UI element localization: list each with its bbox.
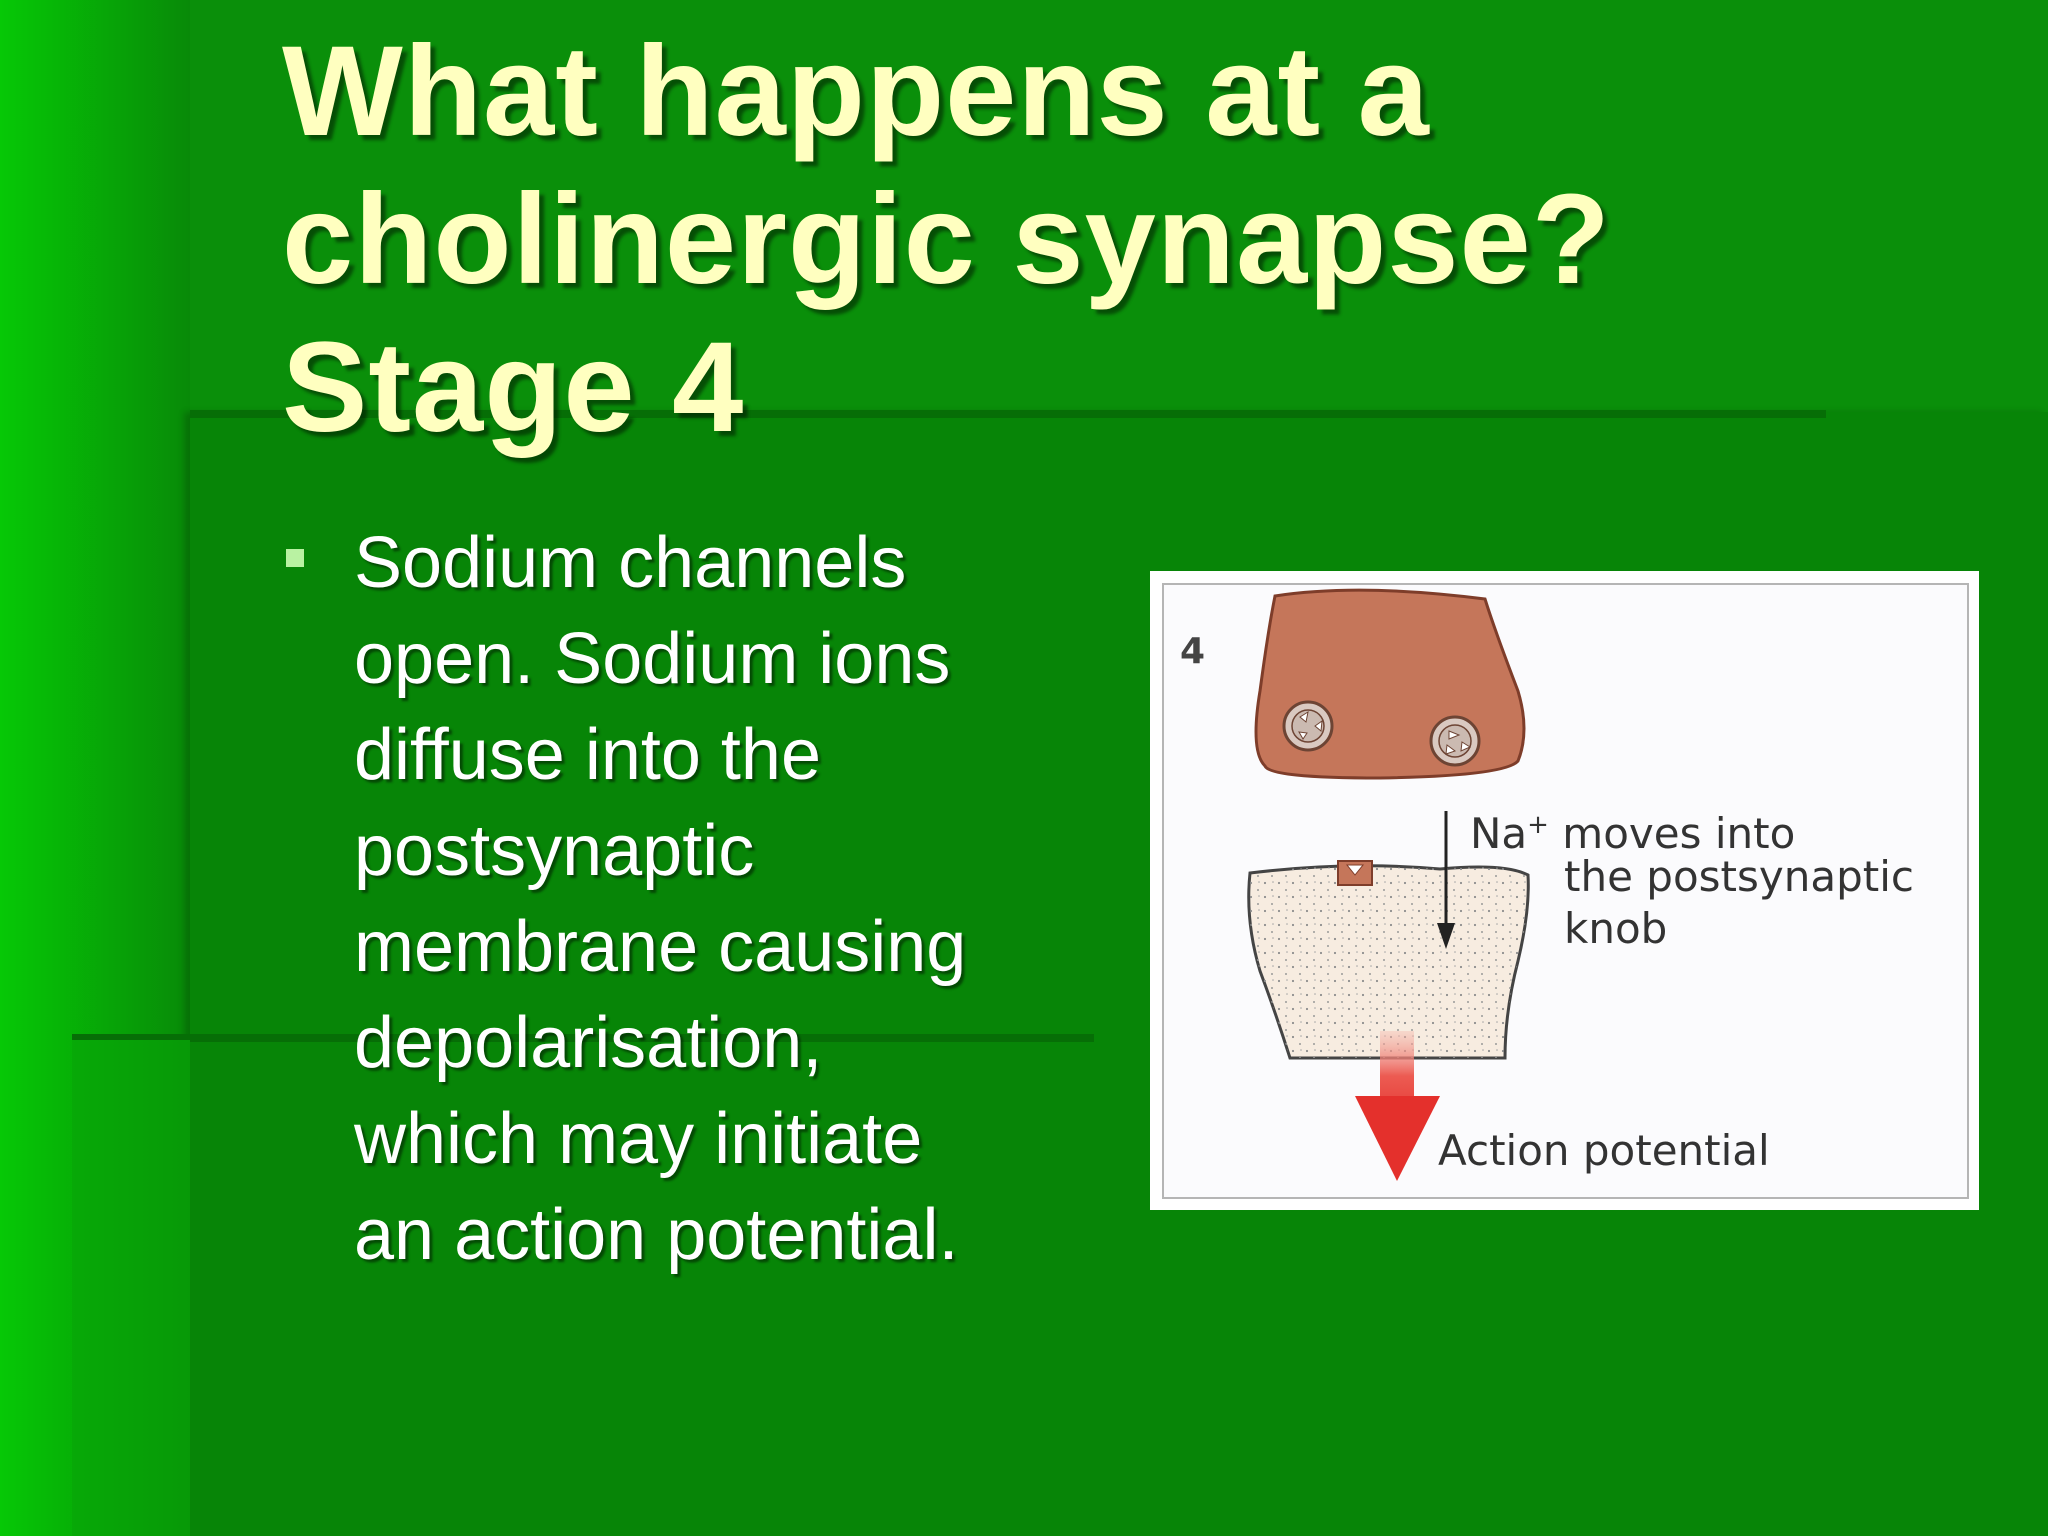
slide-title: What happens at a cholinergic synapse? S… bbox=[282, 18, 1982, 462]
bullet-line: membrane causing bbox=[354, 907, 967, 987]
bullet-line: an action potential. bbox=[354, 1195, 959, 1275]
title-line-2: cholinergic synapse? bbox=[282, 168, 1611, 311]
synaptic-vesicle-left bbox=[1282, 700, 1334, 752]
sodium-symbol: Na bbox=[1470, 809, 1528, 858]
synaptic-vesicle-right bbox=[1429, 715, 1481, 767]
synapse-diagram: 4 Na+ moves into the postsynaptic knob A… bbox=[1150, 571, 1979, 1210]
bullet-line: postsynaptic bbox=[354, 811, 755, 891]
sodium-label-line-1: moves into bbox=[1548, 809, 1796, 858]
bullet-line: diffuse into the bbox=[354, 715, 822, 795]
title-line-3: Stage 4 bbox=[282, 316, 745, 459]
background-panel-upper-edge bbox=[190, 410, 1826, 418]
background-panel-lower-edge bbox=[72, 1034, 1094, 1042]
bullet-text: Sodium channels open. Sodium ions diffus… bbox=[354, 515, 1082, 1283]
bullet-line: Sodium channels bbox=[354, 523, 907, 603]
action-potential-arrow bbox=[1355, 1031, 1440, 1181]
sodium-label-line-3: knob bbox=[1564, 904, 1668, 953]
sodium-charge: + bbox=[1527, 810, 1549, 840]
stage-number: 4 bbox=[1180, 631, 1206, 672]
bullet-line: depolarisation, bbox=[354, 1003, 823, 1083]
square-bullet-icon bbox=[286, 549, 304, 567]
presynaptic-knob bbox=[1254, 588, 1526, 780]
background-panel-lower-left bbox=[72, 1040, 190, 1536]
bullet-list: Sodium channels open. Sodium ions diffus… bbox=[282, 515, 1082, 1283]
action-potential-label: Action potential bbox=[1438, 1126, 1770, 1175]
sodium-label: Na+ moves into bbox=[1470, 799, 1795, 860]
title-line-1: What happens at a bbox=[282, 20, 1430, 163]
bullet-line: open. Sodium ions bbox=[354, 619, 951, 699]
sodium-label-line-2: the postsynaptic bbox=[1564, 852, 1914, 901]
synapse-illustration bbox=[1247, 588, 1530, 1181]
bullet-item: Sodium channels open. Sodium ions diffus… bbox=[282, 515, 1082, 1283]
bullet-line: which may initiate bbox=[354, 1099, 923, 1179]
